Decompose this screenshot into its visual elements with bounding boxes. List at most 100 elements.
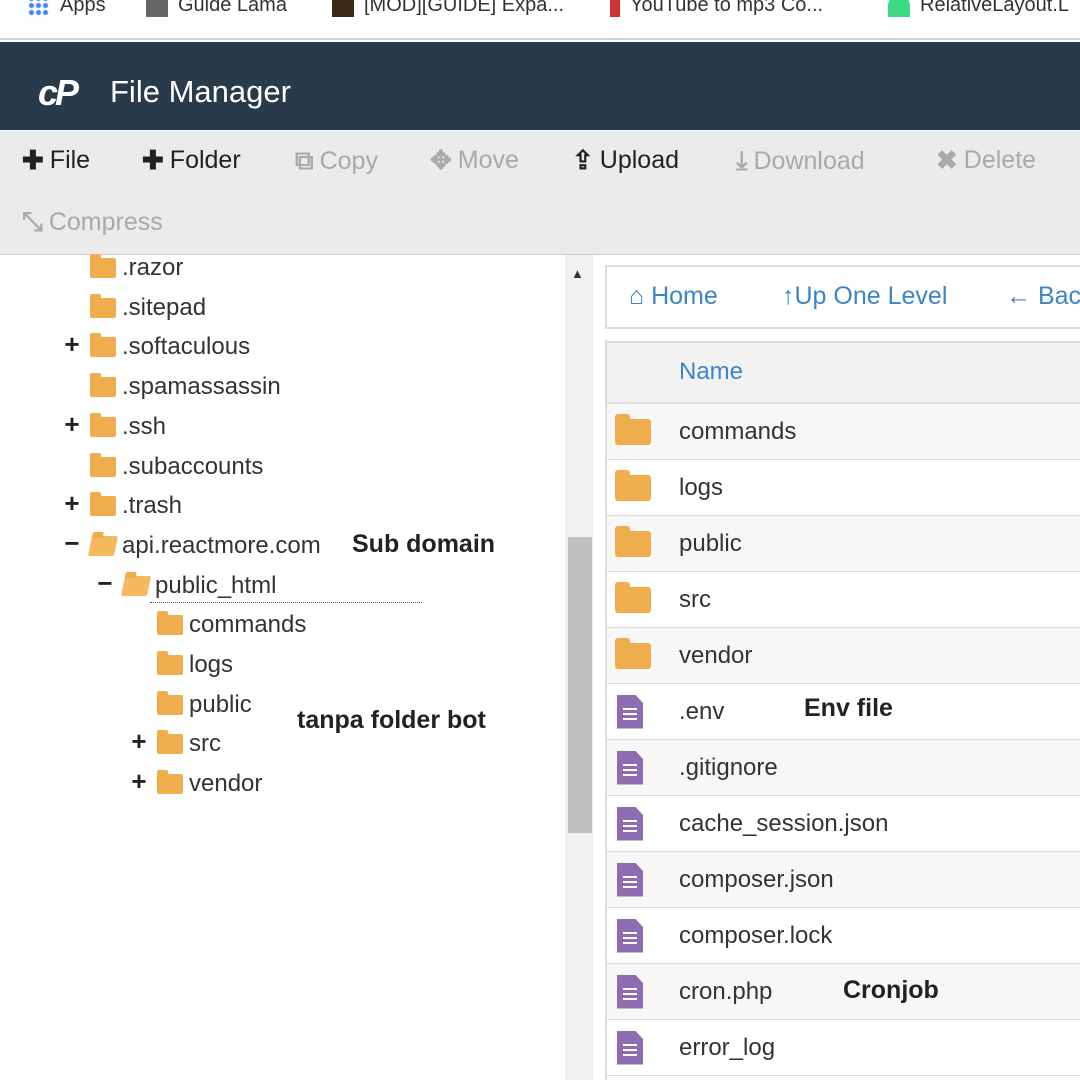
annotation-env-file: Env file xyxy=(804,694,893,722)
upload-button[interactable]: ⇪Upload xyxy=(572,145,680,175)
expand-icon[interactable]: + xyxy=(131,726,147,757)
folder-icon xyxy=(90,293,116,318)
tree-item[interactable]: public xyxy=(157,685,252,725)
plus-icon: ✚ xyxy=(142,145,164,175)
name-column-header[interactable]: Name xyxy=(679,358,744,385)
table-row[interactable]: cache_session.json xyxy=(607,796,1080,852)
plus-icon: ✚ xyxy=(22,145,44,175)
tree-item[interactable]: commands xyxy=(157,605,306,645)
download-icon: ⤓ xyxy=(736,145,748,175)
annotation-no-bot-folder: tanpa folder bot xyxy=(297,706,486,734)
file-icon xyxy=(617,750,643,785)
home-button[interactable]: ⌂ Home xyxy=(629,282,718,310)
toolbar xyxy=(0,131,1080,255)
up-one-level-button[interactable]: ↑Up One Level xyxy=(782,282,948,310)
expand-icon[interactable]: + xyxy=(64,329,80,360)
level-up-icon: ↑ xyxy=(782,282,795,310)
folder-icon xyxy=(90,452,116,477)
upload-icon: ⇪ xyxy=(572,145,594,175)
delete-button[interactable]: ✖Delete xyxy=(936,145,1037,175)
tree-item[interactable]: .razor xyxy=(90,248,183,288)
table-row[interactable]: public xyxy=(607,516,1080,572)
table-header: Name xyxy=(607,341,1080,404)
folder-icon xyxy=(157,611,183,636)
folder-icon xyxy=(157,651,183,675)
download-button[interactable]: ⤓Download xyxy=(736,145,865,175)
move-button[interactable]: ✥Move xyxy=(430,145,519,175)
folder-icon xyxy=(90,492,116,517)
tree-item[interactable]: .spamassassin xyxy=(90,367,281,407)
app-header xyxy=(0,42,1080,130)
file-icon xyxy=(617,694,643,729)
table-row[interactable]: .gitignore xyxy=(607,740,1080,796)
bookmark-mod-guide[interactable]: [MOD][GUIDE] Expa... xyxy=(332,0,564,17)
table-row[interactable]: vendor xyxy=(607,628,1080,684)
tree-item[interactable]: .trash xyxy=(90,486,182,526)
folder-icon xyxy=(157,690,183,715)
tree-item[interactable]: .ssh xyxy=(90,407,166,447)
file-icon xyxy=(617,918,643,953)
tree-item[interactable]: vendor xyxy=(157,764,262,804)
folder-icon xyxy=(90,412,116,437)
table-row[interactable]: composer.json xyxy=(607,852,1080,908)
bookmark-guide-lama[interactable]: Guide Lama xyxy=(146,0,287,17)
compress-icon: ⤡ xyxy=(22,206,43,236)
tree-item[interactable]: .softaculous xyxy=(90,327,250,367)
folder-icon xyxy=(615,469,651,501)
site-icon xyxy=(610,0,620,17)
folder-icon xyxy=(157,730,183,755)
page-icon xyxy=(146,0,168,17)
cpanel-logo: cP xyxy=(38,72,79,113)
table-row[interactable]: error_log xyxy=(607,1020,1080,1076)
android-icon xyxy=(888,0,910,17)
tree-item[interactable]: .subaccounts xyxy=(90,447,263,487)
page-title: File Manager xyxy=(110,74,291,109)
folder-open-icon xyxy=(120,575,152,596)
folder-button[interactable]: ✚Folder xyxy=(142,145,241,175)
tree-item[interactable]: .sitepad xyxy=(90,288,206,328)
folder-open-icon xyxy=(87,535,119,556)
tree-item[interactable]: logs xyxy=(157,645,233,685)
bookmark-relativelayout[interactable]: RelativeLayout.L xyxy=(888,0,1069,17)
scroll-up-arrow-icon[interactable]: ▲ xyxy=(571,266,584,281)
folder-icon xyxy=(90,254,116,278)
bookmark-youtube-mp3[interactable]: YouTube to mp3 Co... xyxy=(610,0,823,17)
annotation-cronjob: Cronjob xyxy=(843,976,939,1004)
folder-icon xyxy=(157,770,183,795)
tree-item[interactable]: api.reactmore.com xyxy=(87,526,321,566)
collapse-icon[interactable]: − xyxy=(64,527,80,558)
folder-icon xyxy=(615,525,651,557)
navigation-bar xyxy=(605,265,1080,329)
table-row[interactable]: .env xyxy=(607,684,1080,740)
table-row[interactable]: commands xyxy=(607,404,1080,460)
table-row[interactable]: cron.php xyxy=(607,964,1080,1020)
folder-icon xyxy=(90,373,116,398)
folder-icon xyxy=(615,581,651,613)
folder-icon xyxy=(90,333,116,358)
file-table xyxy=(605,340,1080,1080)
back-button[interactable]: ← Bac xyxy=(1006,282,1080,310)
collapse-icon[interactable]: − xyxy=(97,567,113,598)
scrollbar-thumb[interactable] xyxy=(568,537,592,833)
home-icon: ⌂ xyxy=(629,282,645,310)
file-button[interactable]: ✚File xyxy=(22,145,91,175)
copy-icon: ⧉ xyxy=(295,145,314,175)
copy-button[interactable]: ⧉Copy xyxy=(295,145,378,175)
annotation-subdomain: Sub domain xyxy=(352,530,496,558)
site-icon xyxy=(332,0,354,17)
table-row[interactable]: composer.lock xyxy=(607,908,1080,964)
table-row[interactable]: logs xyxy=(607,460,1080,516)
expand-icon[interactable]: + xyxy=(64,488,80,519)
expand-icon[interactable]: + xyxy=(64,408,80,439)
folder-icon xyxy=(615,637,651,669)
file-icon xyxy=(617,862,643,897)
tree-item[interactable]: src xyxy=(157,724,221,764)
bookmark-apps[interactable]: Apps xyxy=(28,0,106,17)
tree-item[interactable]: public_html xyxy=(120,566,276,606)
expand-icon[interactable]: + xyxy=(131,766,147,797)
delete-icon: ✖ xyxy=(936,145,958,175)
apps-grid-icon xyxy=(28,0,50,17)
table-row[interactable]: src xyxy=(607,572,1080,628)
compress-button[interactable]: ⤡Compress xyxy=(22,206,163,236)
file-icon xyxy=(617,974,643,1009)
